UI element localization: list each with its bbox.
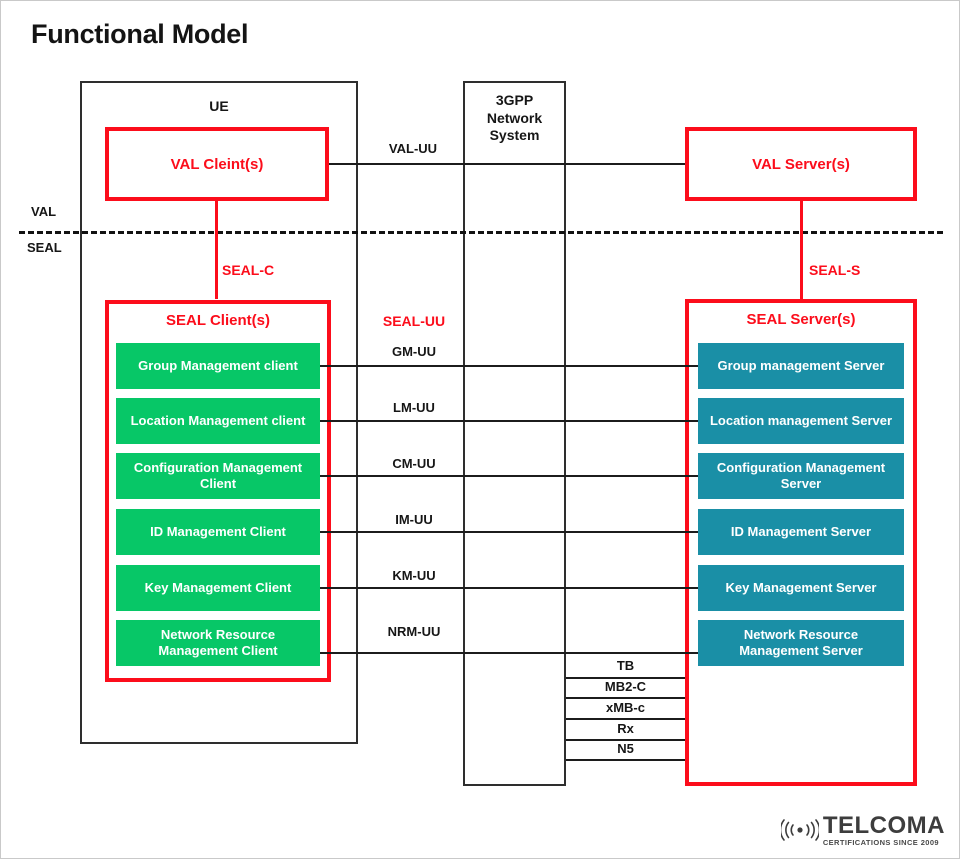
network-interface-label-1: MB2-C [604, 679, 647, 694]
network-interface-connector-3 [566, 739, 685, 741]
seal-row-connector-0 [320, 365, 698, 367]
seal-uu-label: SEAL-UU [382, 313, 446, 329]
seal-interface-label-0: GM-UU [391, 344, 437, 359]
logo-tagline: CERTIFICATIONS SINCE 2009 [822, 837, 939, 847]
seal-server-chip-2[interactable]: Configuration Management Server [698, 453, 904, 499]
network-interface-connector-0 [566, 677, 685, 679]
seal-client-chip-1[interactable]: Location Management client [116, 398, 320, 444]
network-interface-label-2: xMB-c [605, 700, 645, 715]
seal-c-link [215, 201, 218, 299]
wifi-waves-icon [780, 818, 819, 841]
seal-client-chip-3[interactable]: ID Management Client [116, 509, 320, 555]
seal-plane-label: SEAL [27, 240, 62, 255]
seal-client-chip-2[interactable]: Configuration Management Client [116, 453, 320, 499]
seal-s-label: SEAL-S [809, 262, 861, 278]
seal-row-connector-4 [320, 587, 698, 589]
seal-client-chip-0[interactable]: Group Management client [116, 343, 320, 389]
network-interface-label-0: TB [616, 658, 635, 673]
val-server-box[interactable] [685, 127, 917, 201]
seal-c-label: SEAL-C [222, 262, 275, 278]
val-seal-divider [19, 231, 943, 234]
seal-server-label: SEAL Server(s) [746, 311, 856, 328]
seal-row-connector-2 [320, 475, 698, 477]
network-system-container [463, 81, 566, 786]
seal-client-chip-5[interactable]: Network Resource Management Client [116, 620, 320, 666]
seal-server-chip-4[interactable]: Key Management Server [698, 565, 904, 611]
seal-row-connector-1 [320, 420, 698, 422]
page-title: Functional Model [31, 19, 249, 49]
network-interface-connector-2 [566, 718, 685, 720]
seal-server-chip-3[interactable]: ID Management Server [698, 509, 904, 555]
ue-container [80, 81, 358, 744]
val-client-box[interactable] [105, 127, 329, 201]
seal-s-link [800, 201, 803, 299]
val-uu-label: VAL-UU [388, 141, 438, 156]
seal-client-chip-4[interactable]: Key Management Client [116, 565, 320, 611]
seal-client-label: SEAL Client(s) [166, 312, 270, 329]
network-interface-connector-4 [566, 759, 685, 761]
seal-interface-label-5: NRM-UU [387, 624, 441, 639]
telcoma-logo: TELCOMA CERTIFICATIONS SINCE 2009 [780, 811, 945, 847]
seal-row-connector-3 [320, 531, 698, 533]
seal-interface-label-4: KM-UU [392, 568, 436, 583]
seal-interface-label-3: IM-UU [395, 512, 433, 527]
ue-label: UE [209, 98, 229, 114]
seal-server-chip-1[interactable]: Location management Server [698, 398, 904, 444]
seal-server-chip-0[interactable]: Group management Server [698, 343, 904, 389]
val-server-label: VAL Server(s) [752, 156, 850, 173]
network-interface-label-4: N5 [617, 741, 634, 756]
seal-interface-label-2: CM-UU [392, 456, 436, 471]
val-plane-label: VAL [31, 204, 57, 219]
logo-name: TELCOMA [822, 811, 945, 839]
network-system-label: 3GPP Network System [486, 92, 543, 143]
network-interface-connector-1 [566, 697, 685, 699]
val-uu-connector [329, 163, 685, 165]
seal-server-chip-5[interactable]: Network Resource Management Server [698, 620, 904, 666]
network-interface-label-3: Rx [617, 721, 634, 736]
seal-interface-label-1: LM-UU [393, 400, 435, 415]
val-client-label: VAL Cleint(s) [170, 156, 264, 173]
seal-row-connector-5 [320, 652, 698, 654]
